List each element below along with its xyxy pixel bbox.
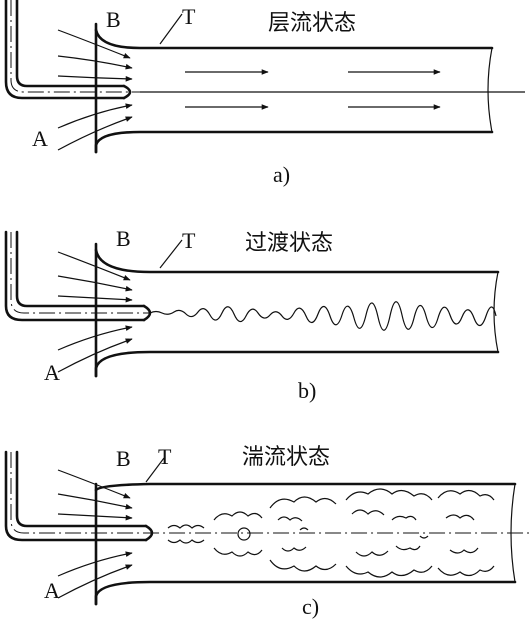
dye-injection-tube [4, 0, 140, 100]
inflow-arrows [57, 29, 133, 151]
glass-pipe [94, 242, 500, 378]
label-t: T [182, 4, 196, 29]
turbulent-eddies [167, 488, 495, 578]
pipe-leader-line [159, 13, 183, 45]
label-t: T [182, 228, 196, 253]
laminar-flow-arrows [185, 69, 441, 110]
wavy-dye-streak [149, 301, 497, 331]
panel-laminar: B T A 层流状态 a) [4, 0, 525, 187]
inflow-arrows [57, 251, 133, 373]
label-b: B [106, 7, 121, 32]
label-t: T [158, 444, 172, 469]
panel-title: 层流状态 [268, 11, 356, 36]
label-b: B [116, 226, 131, 251]
panel-title: 湍流状态 [242, 445, 330, 470]
inflow-arrows [57, 469, 133, 599]
panel-caption: c) [302, 594, 319, 619]
pipe-leader-line [159, 239, 183, 269]
panel-title: 过渡状态 [245, 231, 333, 256]
label-b: B [116, 446, 131, 471]
panel-turbulent: B T A 湍流状态 c) [4, 444, 529, 619]
label-a: A [44, 360, 60, 385]
label-a: A [44, 578, 60, 603]
dye-injection-tube [4, 450, 529, 542]
panel-caption: b) [298, 378, 316, 403]
glass-pipe [94, 482, 517, 606]
panel-transition: B T A 过渡状态 b) [4, 226, 500, 403]
pipe-leader-line [145, 457, 165, 483]
label-a: A [32, 126, 48, 151]
panel-caption: a) [273, 162, 290, 187]
